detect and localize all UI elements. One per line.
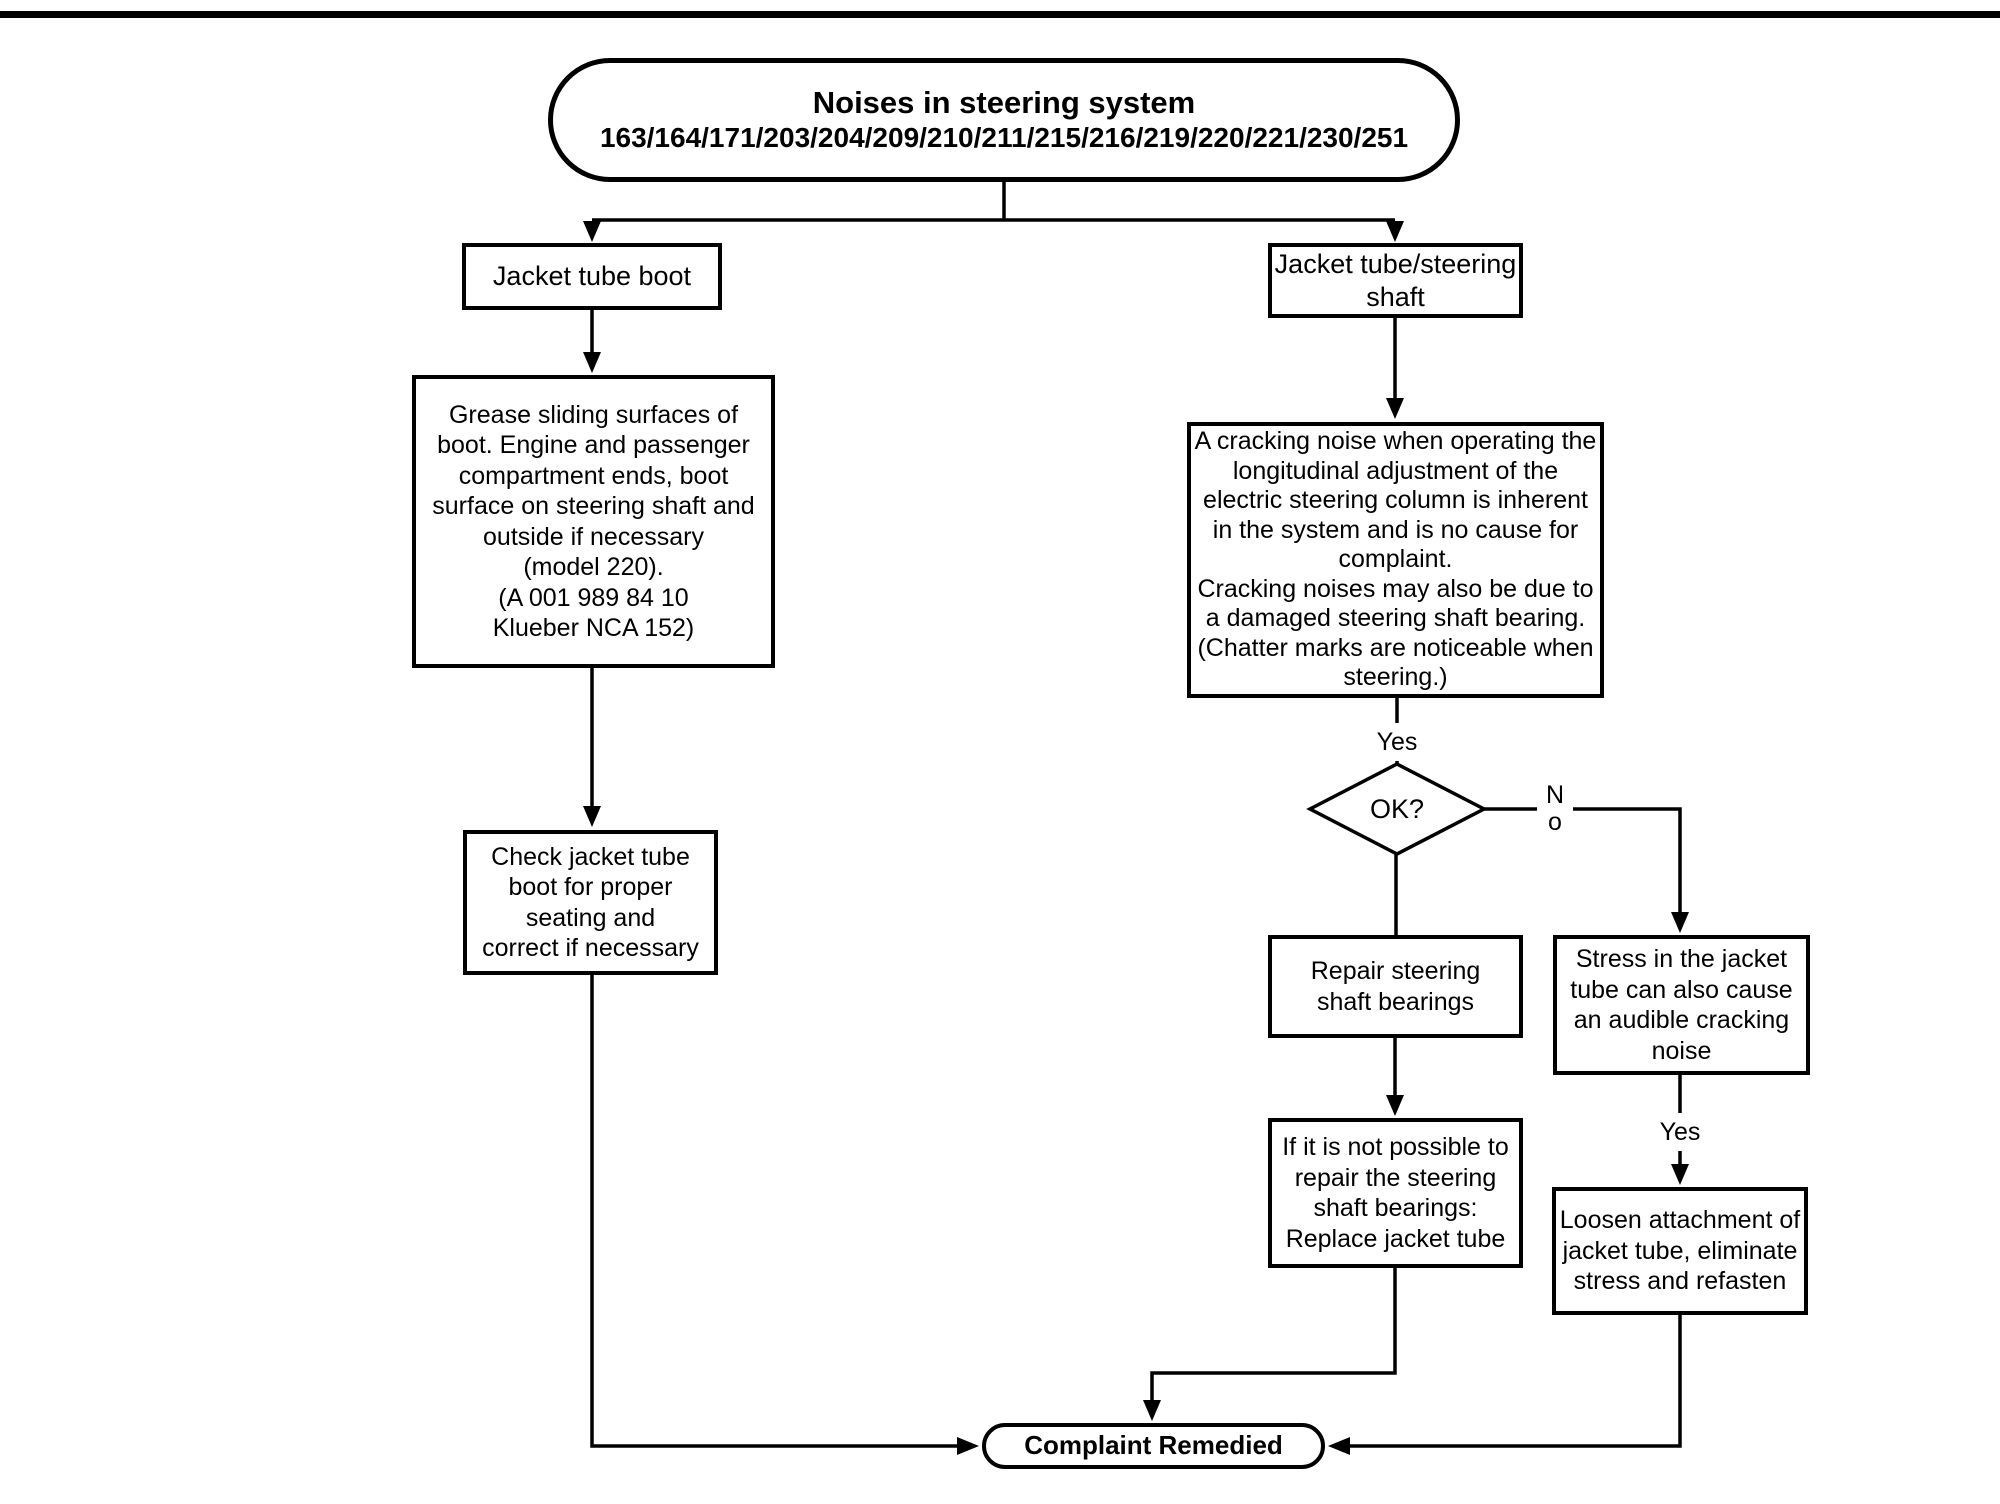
label-no-line1: N (1545, 781, 1565, 809)
label-no: N o (1537, 777, 1573, 841)
decision-ok-label: OK? (1369, 793, 1425, 824)
arrowhead-shaft-to-cracking (1386, 398, 1404, 419)
node-cracking-note: A cracking noise when operating the long… (1187, 422, 1604, 698)
node-stress-note: Stress in the jacket tube can also cause… (1553, 935, 1810, 1075)
edge-decision-no-to-stress (1484, 807, 1682, 913)
node-check-boot: Check jacket tube boot for proper seatin… (463, 830, 718, 975)
node-complaint-remedied: Complaint Remedied (982, 1423, 1325, 1469)
arrowhead-repair-to-replace (1386, 1095, 1404, 1116)
arrowhead-split-right (1386, 221, 1404, 242)
node-grease-instructions: Grease sliding surfaces of boot. Engine … (412, 375, 775, 668)
label-yes-right: Yes (1650, 1113, 1710, 1151)
arrowhead-no-to-stress (1671, 912, 1689, 933)
arrowhead-boot-to-grease (583, 352, 601, 373)
label-no-line2: o (1548, 808, 1562, 836)
edge-loosen-to-complaint (1350, 1315, 1682, 1448)
arrowhead-grease-to-check (583, 806, 601, 827)
node-jacket-tube-boot: Jacket tube boot (462, 243, 722, 310)
page-top-rule (0, 11, 2000, 18)
arrowhead-loosen-to-complaint (1328, 1437, 1350, 1455)
edge-replace-to-complaint (1150, 1268, 1397, 1400)
arrowhead-replace-to-complaint (1143, 1400, 1161, 1421)
arrowhead-split-left (583, 221, 601, 242)
title-line2: 163/164/171/203/204/209/210/211/215/216/… (599, 122, 1409, 153)
node-jacket-tube-steering-shaft: Jacket tube/steering shaft (1268, 243, 1523, 318)
label-yes-top: Yes (1365, 723, 1429, 761)
node-repair-bearings: Repair steering shaft bearings (1268, 935, 1523, 1038)
node-replace-jacket-tube: If it is not possible to repair the stee… (1268, 1118, 1523, 1268)
arrowhead-stress-to-loosen (1671, 1164, 1689, 1185)
node-loosen-attachment: Loosen attachment of jacket tube, elimin… (1552, 1187, 1808, 1315)
title-line1: Noises in steering system (812, 85, 1196, 120)
edge-check-to-complaint (590, 975, 958, 1448)
arrowhead-check-to-complaint (957, 1437, 979, 1455)
flowchart-title: Noises in steering system 163/164/171/20… (548, 58, 1460, 182)
